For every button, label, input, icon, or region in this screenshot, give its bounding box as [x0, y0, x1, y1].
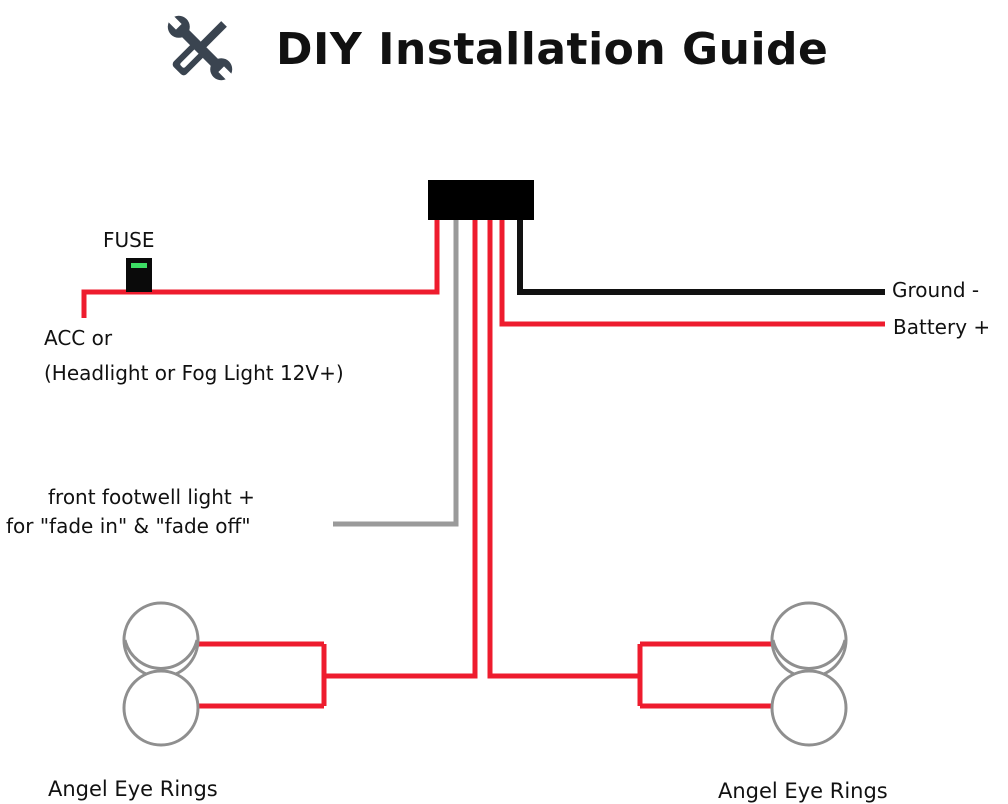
footwell-label-line2: for "fade in" & "fade off"	[6, 514, 251, 538]
right-rings-feed-wire	[487, 220, 640, 679]
ground-label: Ground -	[892, 278, 979, 302]
acc-label-line1: ACC or	[44, 326, 113, 350]
footwell-label-line1: front footwell light +	[48, 485, 255, 509]
right-rings-label: Angel Eye Rings	[718, 779, 888, 803]
controller-box	[428, 180, 534, 220]
battery-label: Battery +	[893, 315, 990, 339]
battery-wire	[499, 220, 885, 327]
right-ring-top-overlap	[771, 639, 847, 670]
ground-wire	[517, 220, 885, 295]
right-ring-top	[770, 601, 848, 679]
fuse-icon	[126, 258, 152, 292]
left-ring-top-overlap	[123, 639, 199, 670]
acc-wire	[81, 220, 440, 318]
left-rings-feed-wire	[324, 220, 478, 679]
footwell-wire	[333, 220, 459, 527]
fuse-label: FUSE	[103, 228, 154, 252]
left-ring-bottom	[122, 669, 200, 747]
tools-icon	[166, 14, 234, 82]
left-ring-top	[122, 601, 200, 679]
acc-label-line2: (Headlight or Fog Light 12V+)	[44, 361, 344, 385]
right-ring-bottom	[770, 669, 848, 747]
left-rings-label: Angel Eye Rings	[48, 777, 218, 801]
page-title: DIY Installation Guide	[276, 24, 828, 75]
